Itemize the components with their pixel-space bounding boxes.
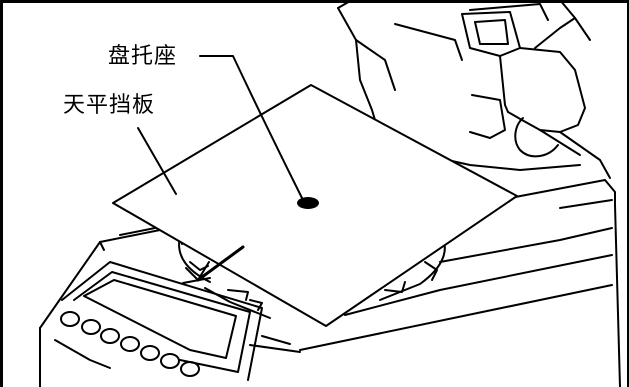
pan-holder-leader [199,55,303,199]
display-panel [61,261,263,381]
button-row [54,311,301,377]
balance-plate-label: 天平挡板 [63,93,156,118]
insertion-arrow [182,245,245,284]
pan-holder-pin [297,197,319,209]
pan-holder-label: 盘托座 [108,44,178,69]
balance-plate-leader [137,127,177,195]
scale-body [39,179,621,387]
